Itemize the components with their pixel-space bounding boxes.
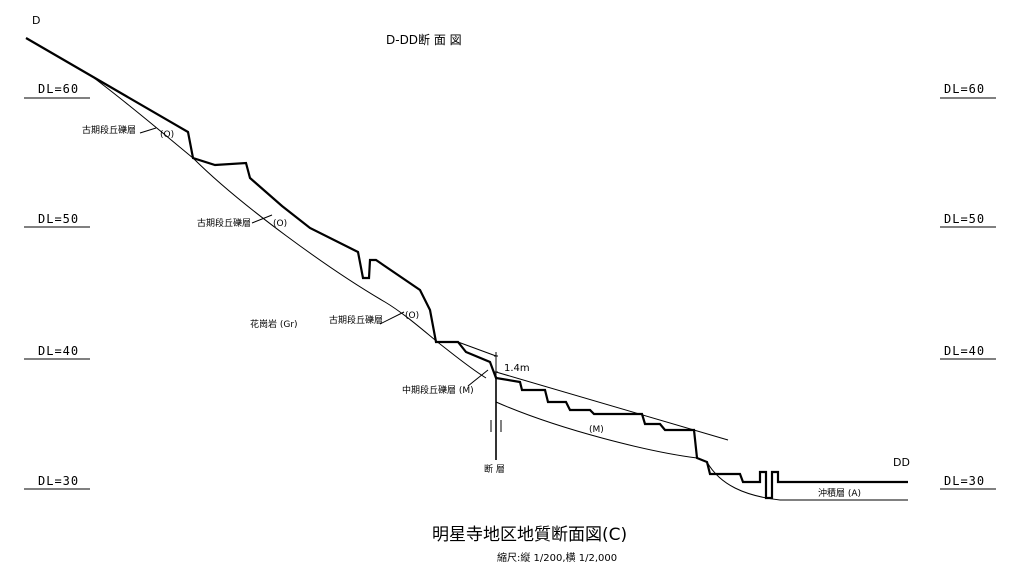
level-left-50: DL=50 (38, 212, 79, 226)
label-fault: 断 層 (484, 463, 505, 475)
figure-title: 明星寺地区地質断面図(C) (432, 525, 627, 545)
ground-surface-line (25, 37, 908, 500)
label-alluvium: 沖積層 (A) (818, 487, 861, 499)
point-start-label: D (32, 14, 40, 27)
label-old-gravel-3-code: (O) (405, 311, 419, 321)
level-right-60: DL=60 (944, 82, 985, 96)
geology-boundaries (93, 77, 908, 501)
label-mid-gravel-code: (M) (589, 425, 604, 435)
figure-scale: 縮尺:縦 1/200,横 1/2,000 (497, 551, 617, 564)
level-left-60: DL=60 (38, 82, 79, 96)
level-left-30: DL=30 (38, 474, 79, 488)
label-old-gravel-3: 古期段丘礫層 (329, 314, 383, 326)
label-old-gravel-2: 古期段丘礫層 (197, 217, 251, 229)
level-right-40: DL=40 (944, 344, 985, 358)
label-old-gravel-2-code: (O) (273, 219, 287, 229)
label-offset: 1.4m (504, 363, 530, 374)
fault-line (490, 376, 502, 460)
level-lines (24, 97, 996, 490)
level-right-50: DL=50 (944, 212, 985, 226)
label-old-gravel-1-code: (O) (160, 130, 174, 140)
point-end-label: DD (893, 456, 910, 469)
label-granite: 花崗岩 (Gr) (250, 318, 298, 330)
label-mid-gravel: 中期段丘礫層 (M) (402, 384, 474, 396)
level-right-30: DL=30 (944, 474, 985, 488)
level-left-40: DL=40 (38, 344, 79, 358)
section-title: D-DD断 面 図 (386, 32, 462, 47)
label-old-gravel-1: 古期段丘礫層 (82, 124, 136, 136)
